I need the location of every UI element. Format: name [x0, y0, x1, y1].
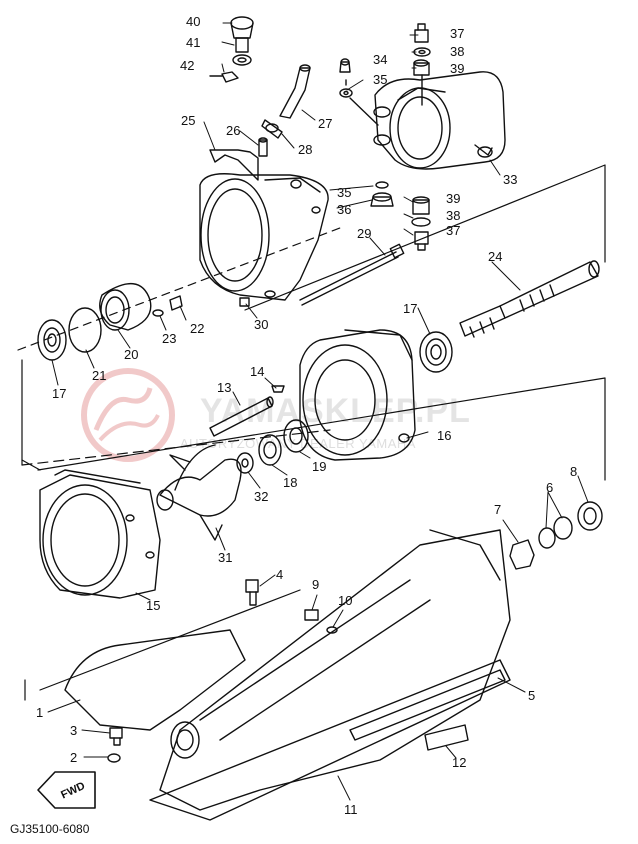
callout-39-lower: 39 — [446, 191, 461, 206]
end-cap-group — [37, 282, 250, 361]
drive-shaft — [459, 260, 600, 338]
leader-lines — [47, 22, 589, 801]
callout-13: 13 — [217, 380, 232, 395]
callout-39-upper: 39 — [450, 61, 465, 76]
callout-35-lower: 35 — [337, 185, 352, 200]
grease-nipple — [339, 58, 379, 126]
bearing-upper — [419, 331, 453, 373]
callout-3: 3 — [70, 723, 78, 738]
impeller — [156, 444, 242, 541]
callout-29: 29 — [357, 226, 372, 241]
callout-10: 10 — [338, 593, 353, 608]
upper-bolt-washer-stack — [413, 23, 431, 106]
callout-31: 31 — [218, 550, 233, 565]
callout-37-lower: 37 — [446, 223, 461, 238]
intake-duct — [199, 149, 329, 301]
callout-9: 9 — [312, 577, 320, 592]
hose-and-clamps — [261, 64, 311, 139]
callout-1: 1 — [36, 705, 44, 720]
impeller-housing — [299, 329, 416, 461]
callout-37-upper: 37 — [450, 26, 465, 41]
jet-pump-body — [64, 529, 511, 821]
callout-24: 24 — [488, 249, 503, 264]
callout-4: 4 — [276, 567, 284, 582]
callout-30: 30 — [254, 317, 269, 332]
callout-41: 41 — [186, 35, 201, 50]
callout-21: 21 — [92, 368, 107, 383]
callout-18: 18 — [283, 475, 298, 490]
callout-2: 2 — [70, 750, 78, 765]
fwd-label: FWD — [59, 780, 87, 801]
callout-25: 25 — [181, 113, 196, 128]
section-divider-lines — [17, 164, 606, 701]
callout-27: 27 — [318, 116, 333, 131]
callout-22: 22 — [190, 321, 205, 336]
diagram-code: GJ35100-6080 — [10, 822, 90, 836]
intermediate-housing — [373, 71, 506, 170]
callout-38-upper: 38 — [450, 44, 465, 59]
callout-28: 28 — [298, 142, 313, 157]
sensor-and-bolt — [245, 579, 338, 634]
watermark-text: YAMASKLEP.PL — [200, 392, 471, 430]
callout-16: 16 — [437, 428, 452, 443]
fwd-arrow-icon: FWD — [37, 771, 96, 809]
callout-23: 23 — [162, 331, 177, 346]
callout-14: 14 — [250, 364, 265, 379]
pump-housing — [39, 469, 161, 599]
callout-11: 11 — [344, 802, 358, 817]
callout-42: 42 — [180, 58, 195, 73]
short-shaft — [209, 385, 285, 437]
callout-19: 19 — [312, 459, 327, 474]
callout-36: 36 — [337, 202, 352, 217]
small-fitting — [258, 137, 268, 157]
bearing-stack — [236, 419, 309, 474]
callout-33: 33 — [503, 172, 518, 187]
callout-12: 12 — [452, 755, 467, 770]
strip-and-block — [349, 669, 506, 751]
callout-17-upper: 17 — [403, 301, 418, 316]
callout-26: 26 — [226, 123, 241, 138]
callout-7: 7 — [494, 502, 502, 517]
callout-38-lower: 38 — [446, 208, 461, 223]
drain-plug-assembly — [209, 16, 254, 83]
callout-34: 34 — [373, 52, 388, 67]
callout-15: 15 — [146, 598, 161, 613]
callout-20: 20 — [124, 347, 139, 362]
callout-35-upper: 35 — [373, 72, 388, 87]
long-stud-bolt — [299, 243, 405, 306]
callout-5: 5 — [528, 688, 536, 703]
callout-8: 8 — [570, 464, 578, 479]
lower-bolt-washer-stack — [370, 181, 431, 251]
callout-17-lower: 17 — [52, 386, 67, 401]
callout-32: 32 — [254, 489, 269, 504]
callout-6: 6 — [546, 480, 554, 495]
nozzle-hardware — [509, 501, 603, 570]
callout-40: 40 — [186, 14, 201, 29]
